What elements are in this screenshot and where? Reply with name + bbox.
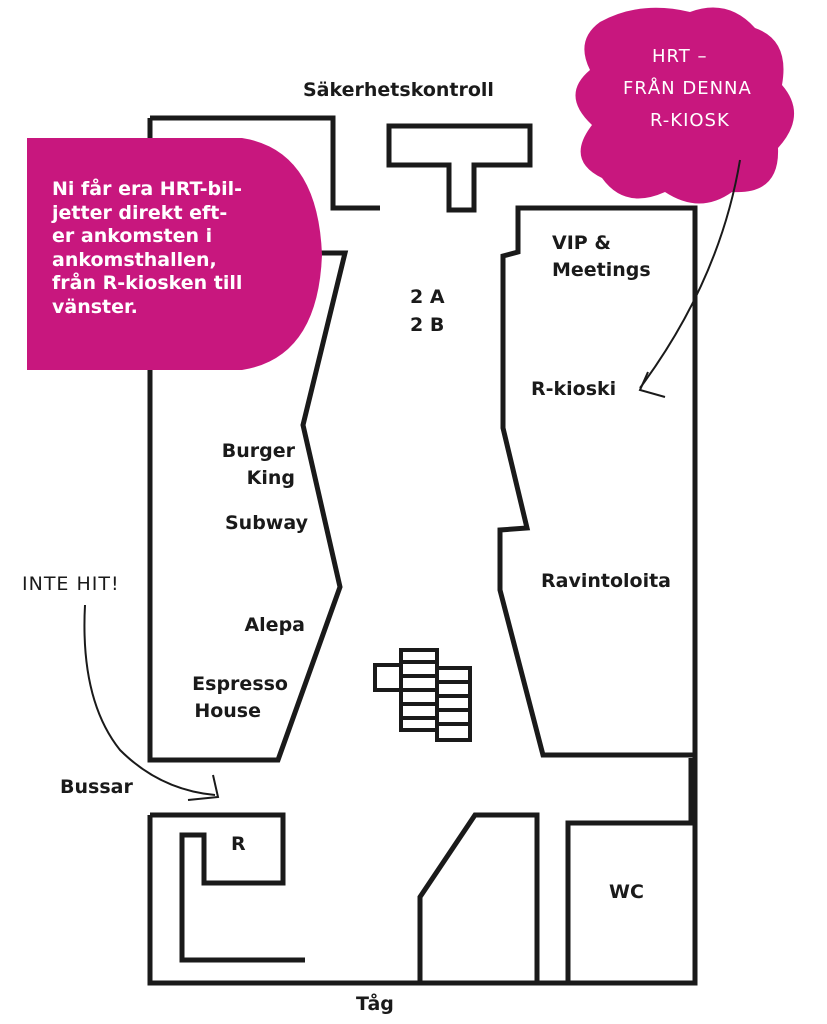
label-ravintoloita: Ravintoloita bbox=[541, 570, 671, 592]
info-line-3: er ankomsten i bbox=[52, 225, 213, 247]
label-wc: WC bbox=[609, 881, 644, 903]
info-line-1: Ni får era HRT-bil- bbox=[52, 178, 243, 200]
wc-room bbox=[565, 820, 695, 983]
info-line-6: vänster. bbox=[52, 295, 138, 318]
cloud-line-1: HRT – bbox=[652, 46, 707, 67]
not-here-arrow-head bbox=[187, 774, 220, 801]
label-r-shop: R bbox=[231, 833, 246, 855]
label-burger-king-line1: Burger bbox=[222, 440, 296, 462]
note-not-here: INTE HIT! bbox=[22, 573, 120, 595]
stairs-icon bbox=[373, 648, 472, 742]
cloud-line-3: R-KIOSK bbox=[650, 110, 730, 131]
security-t-block bbox=[386, 123, 533, 213]
label-espresso-line1: Espresso bbox=[192, 673, 288, 695]
label-r-kiosk: R-kioski bbox=[531, 378, 616, 400]
label-vip-line1: VIP & bbox=[552, 232, 611, 254]
cloud-arrow-head bbox=[638, 371, 666, 398]
label-subway: Subway bbox=[225, 512, 309, 534]
bottom-left-wall-top bbox=[150, 812, 305, 963]
info-line-4: ankomsthallen, bbox=[52, 248, 217, 271]
info-box-text: Ni får era HRT-bil- jetter direkt eft- e… bbox=[52, 178, 292, 319]
not-here-arrow-line bbox=[83, 604, 216, 796]
label-vip-line2: Meetings bbox=[552, 259, 651, 281]
left-shops-block bbox=[147, 118, 349, 763]
info-box bbox=[27, 138, 322, 370]
left-hall-wall bbox=[150, 115, 380, 211]
label-espresso-line2: House bbox=[194, 700, 261, 722]
info-line-5: från R-kiosken till bbox=[52, 272, 243, 294]
label-gate-2b: 2 B bbox=[410, 314, 444, 336]
cloud-callout bbox=[575, 7, 795, 204]
cloud-arrow-line bbox=[639, 159, 741, 389]
train-corridor bbox=[417, 812, 540, 983]
info-line-2: jetter direkt eft- bbox=[52, 201, 228, 224]
label-alepa: Alepa bbox=[244, 614, 305, 636]
label-burger-king-line2: King bbox=[247, 467, 295, 489]
right-hall-wall bbox=[497, 205, 698, 758]
label-security: Säkerhetskontroll bbox=[303, 79, 494, 101]
cloud-line-2: FRÅN DENNA bbox=[623, 77, 752, 99]
label-bussar: Bussar bbox=[60, 776, 133, 798]
label-gate-2a: 2 A bbox=[410, 286, 445, 308]
label-train: Tåg bbox=[356, 991, 394, 1015]
